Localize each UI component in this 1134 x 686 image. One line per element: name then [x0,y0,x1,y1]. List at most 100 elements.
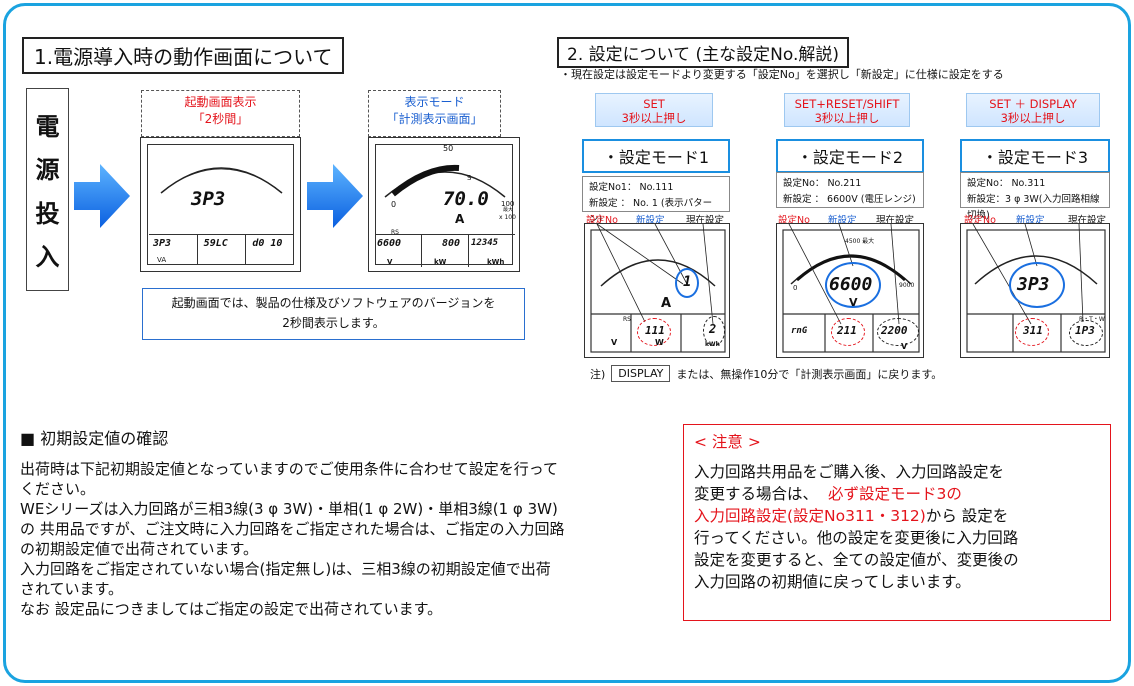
mode3-info: 設定No： No.311 新設定：3 φ 3W(入力回路相線切換) [960,172,1110,221]
startup-meter: 3P3 3P3 VA 59LC d0 10 [140,137,301,272]
cell-unit: V [387,258,393,266]
display-mode-caption: 表示モード 「計測表示画面」 [368,90,501,137]
measure-cells: RS 6600 V 800 kW 12345 kWh [375,229,515,267]
setting-no-value: 311 [1023,324,1043,337]
meter-lines-icon [782,224,920,353]
right-section-title: 2. 設定について (主な設定No.解説) [557,37,850,68]
body-line: の 共用品ですが、ご注文時に入力回路をご指定された場合は、ご指定の入力回路 [20,520,565,538]
mode2-info: 設定No： No.211 新設定 ： 6600V (電圧レンジ) [776,172,924,208]
caution-title: < 注意 > [694,433,761,451]
measure-main-value: 70.0 [443,188,489,210]
label-current-setting: 現在設定 [686,215,725,226]
mode2-title: ・設定モード2 [776,139,924,173]
setting-no-circle [831,318,865,346]
phase-label: R・T・W [1079,316,1105,323]
right-subtitle: ・現在設定は設定モードより変更する「設定No」を選択し「新設定」に仕様に設定をす… [560,68,1004,81]
display-key-button: DISPLAY [611,365,671,382]
body-line: 入力回路をご指定されていない場合(指定無し)は、三相3線の初期設定値で出荷 [20,560,551,578]
mode3-main-value: 3P3 [1017,274,1050,295]
body-line: ください。 [20,480,96,498]
mode3-banner: SET ＋ DISPLAY 3秒以上押し [966,93,1100,127]
setting-no-circle [1015,318,1049,346]
highlight-circle [825,262,881,308]
cell-unit: V [901,342,908,351]
mode1-main-value: 1 [683,274,692,290]
power-char: 入 [35,242,60,271]
multiplier-label: x 100 [499,214,516,221]
power-char: 源 [35,156,60,185]
display-note: 注) DISPLAY または、無操作10分で「計測表示画面」に戻ります。 [590,365,942,382]
banner-line: SET [643,97,665,111]
startup-main-value: 3P3 [191,188,226,210]
mode1-meter: 1 A RS 111 2 V W kWh [584,223,730,358]
cell-unit: kWh [705,341,720,348]
body-line: の初期設定値で出荷されています。 [20,540,259,558]
body-line: なお 設定品につきましてはご指定の設定で出荷されています。 [20,600,443,618]
mode1-unit: A [661,296,672,311]
info-line: 新設定：3 φ 3W(入力回路相線切換) [967,194,1100,221]
highlight-circle [675,268,699,298]
info-line: 新設定 ： 6600V (電圧レンジ) [783,194,916,205]
banner-line: 3秒以上押し [814,111,880,125]
body-line: されています。 [20,580,124,598]
mode2-banner: SET+RESET/SHIFT 3秒以上押し [784,93,910,127]
note-line: 2秒間表示します。 [282,316,385,330]
scale-label: 4500 最大 [845,238,875,245]
scale-label: 9000 [899,282,915,289]
startup-caption: 起動画面表示 「2秒間」 [141,90,300,137]
power-char: 電 [35,113,60,142]
measure-main-unit: A [455,212,465,226]
setting-no-value: 211 [837,324,857,337]
meter-lines-icon [590,224,726,353]
caption-line: 「2秒間」 [192,112,249,126]
meter-lines-icon [966,224,1106,353]
scale-label: 0 [391,200,397,209]
setting-no-circle [637,318,671,346]
label-setting-no: 設定No [586,215,618,226]
caption-line: 表示モード [404,95,465,109]
rs-label: RS [391,229,399,236]
max-label: 最大 [503,207,514,213]
scale-label: 100 [501,200,515,208]
cell-unit: kWh [487,258,505,266]
mode1-info: 設定No1： No.111 新設定 ： No. 1 (表示パターン) [582,176,730,225]
label-setting-no: 設定No [778,215,810,226]
rs-label: RS [623,316,631,323]
current-setting-value: 1P3 [1075,324,1095,337]
cell-value: 800 [441,238,460,249]
caution-text: 変更する場合は、 [694,485,819,503]
mode1-title: ・設定モード1 [582,139,730,173]
banner-line: SET ＋ DISPLAY [989,97,1077,111]
right-arrow-icon [74,164,130,228]
mode2-main-value: 6600 [829,274,873,295]
note-prefix: 注) [590,367,606,381]
initial-settings-heading: ■ 初期設定値の確認 [20,429,169,448]
scale-label: 0 [793,284,798,292]
initial-settings-body: 出荷時は下記初期設定値となっていますのでご使用条件に合わせて設定を行って くださ… [20,459,660,619]
caution-emphasis: 必ず設定モード3の [828,485,962,503]
startup-cells: 3P3 VA 59LC d0 10 [149,234,294,265]
caution-emphasis: 入力回路設定(設定No311・312) [694,507,926,525]
scale-label: S [467,174,472,182]
body-line: 出荷時は下記初期設定値となっていますのでご使用条件に合わせて設定を行って [20,460,559,478]
code-label: rnG [791,326,808,336]
mode3-title: ・設定モード3 [960,139,1110,173]
banner-line: 3秒以上押し [621,111,687,125]
current-setting-circle [703,316,725,346]
label-new-setting: 新設定 [1016,215,1045,226]
scale-arc-icon [384,164,506,198]
info-line: 設定No1： No.111 [589,182,674,193]
caption-line: 起動画面表示 [184,95,257,109]
left-section-title: 1.電源導入時の動作画面について [22,37,345,74]
power-on-label: 電 源 投 入 [26,88,69,291]
startup-note: 起動画面では、製品の仕様及びソフトウェアのバージョンを 2秒間表示します。 [142,288,525,340]
cell-value: 12345 [471,238,499,248]
label-current-setting: 現在設定 [876,215,915,226]
cell-unit: W [655,338,664,347]
info-line: 設定No： No.211 [783,178,862,189]
note-text: または、無操作10分で「計測表示画面」に戻ります。 [676,367,943,381]
caption-line: 「計測表示画面」 [386,112,483,126]
caution-line: 入力回路共用品をご購入後、入力回路設定を [694,463,1005,481]
caution-line: 入力回路の初期値に戻ってしまいます。 [694,573,971,591]
caution-line: 行ってください。他の設定を変更後に入力回路 [694,529,1019,547]
